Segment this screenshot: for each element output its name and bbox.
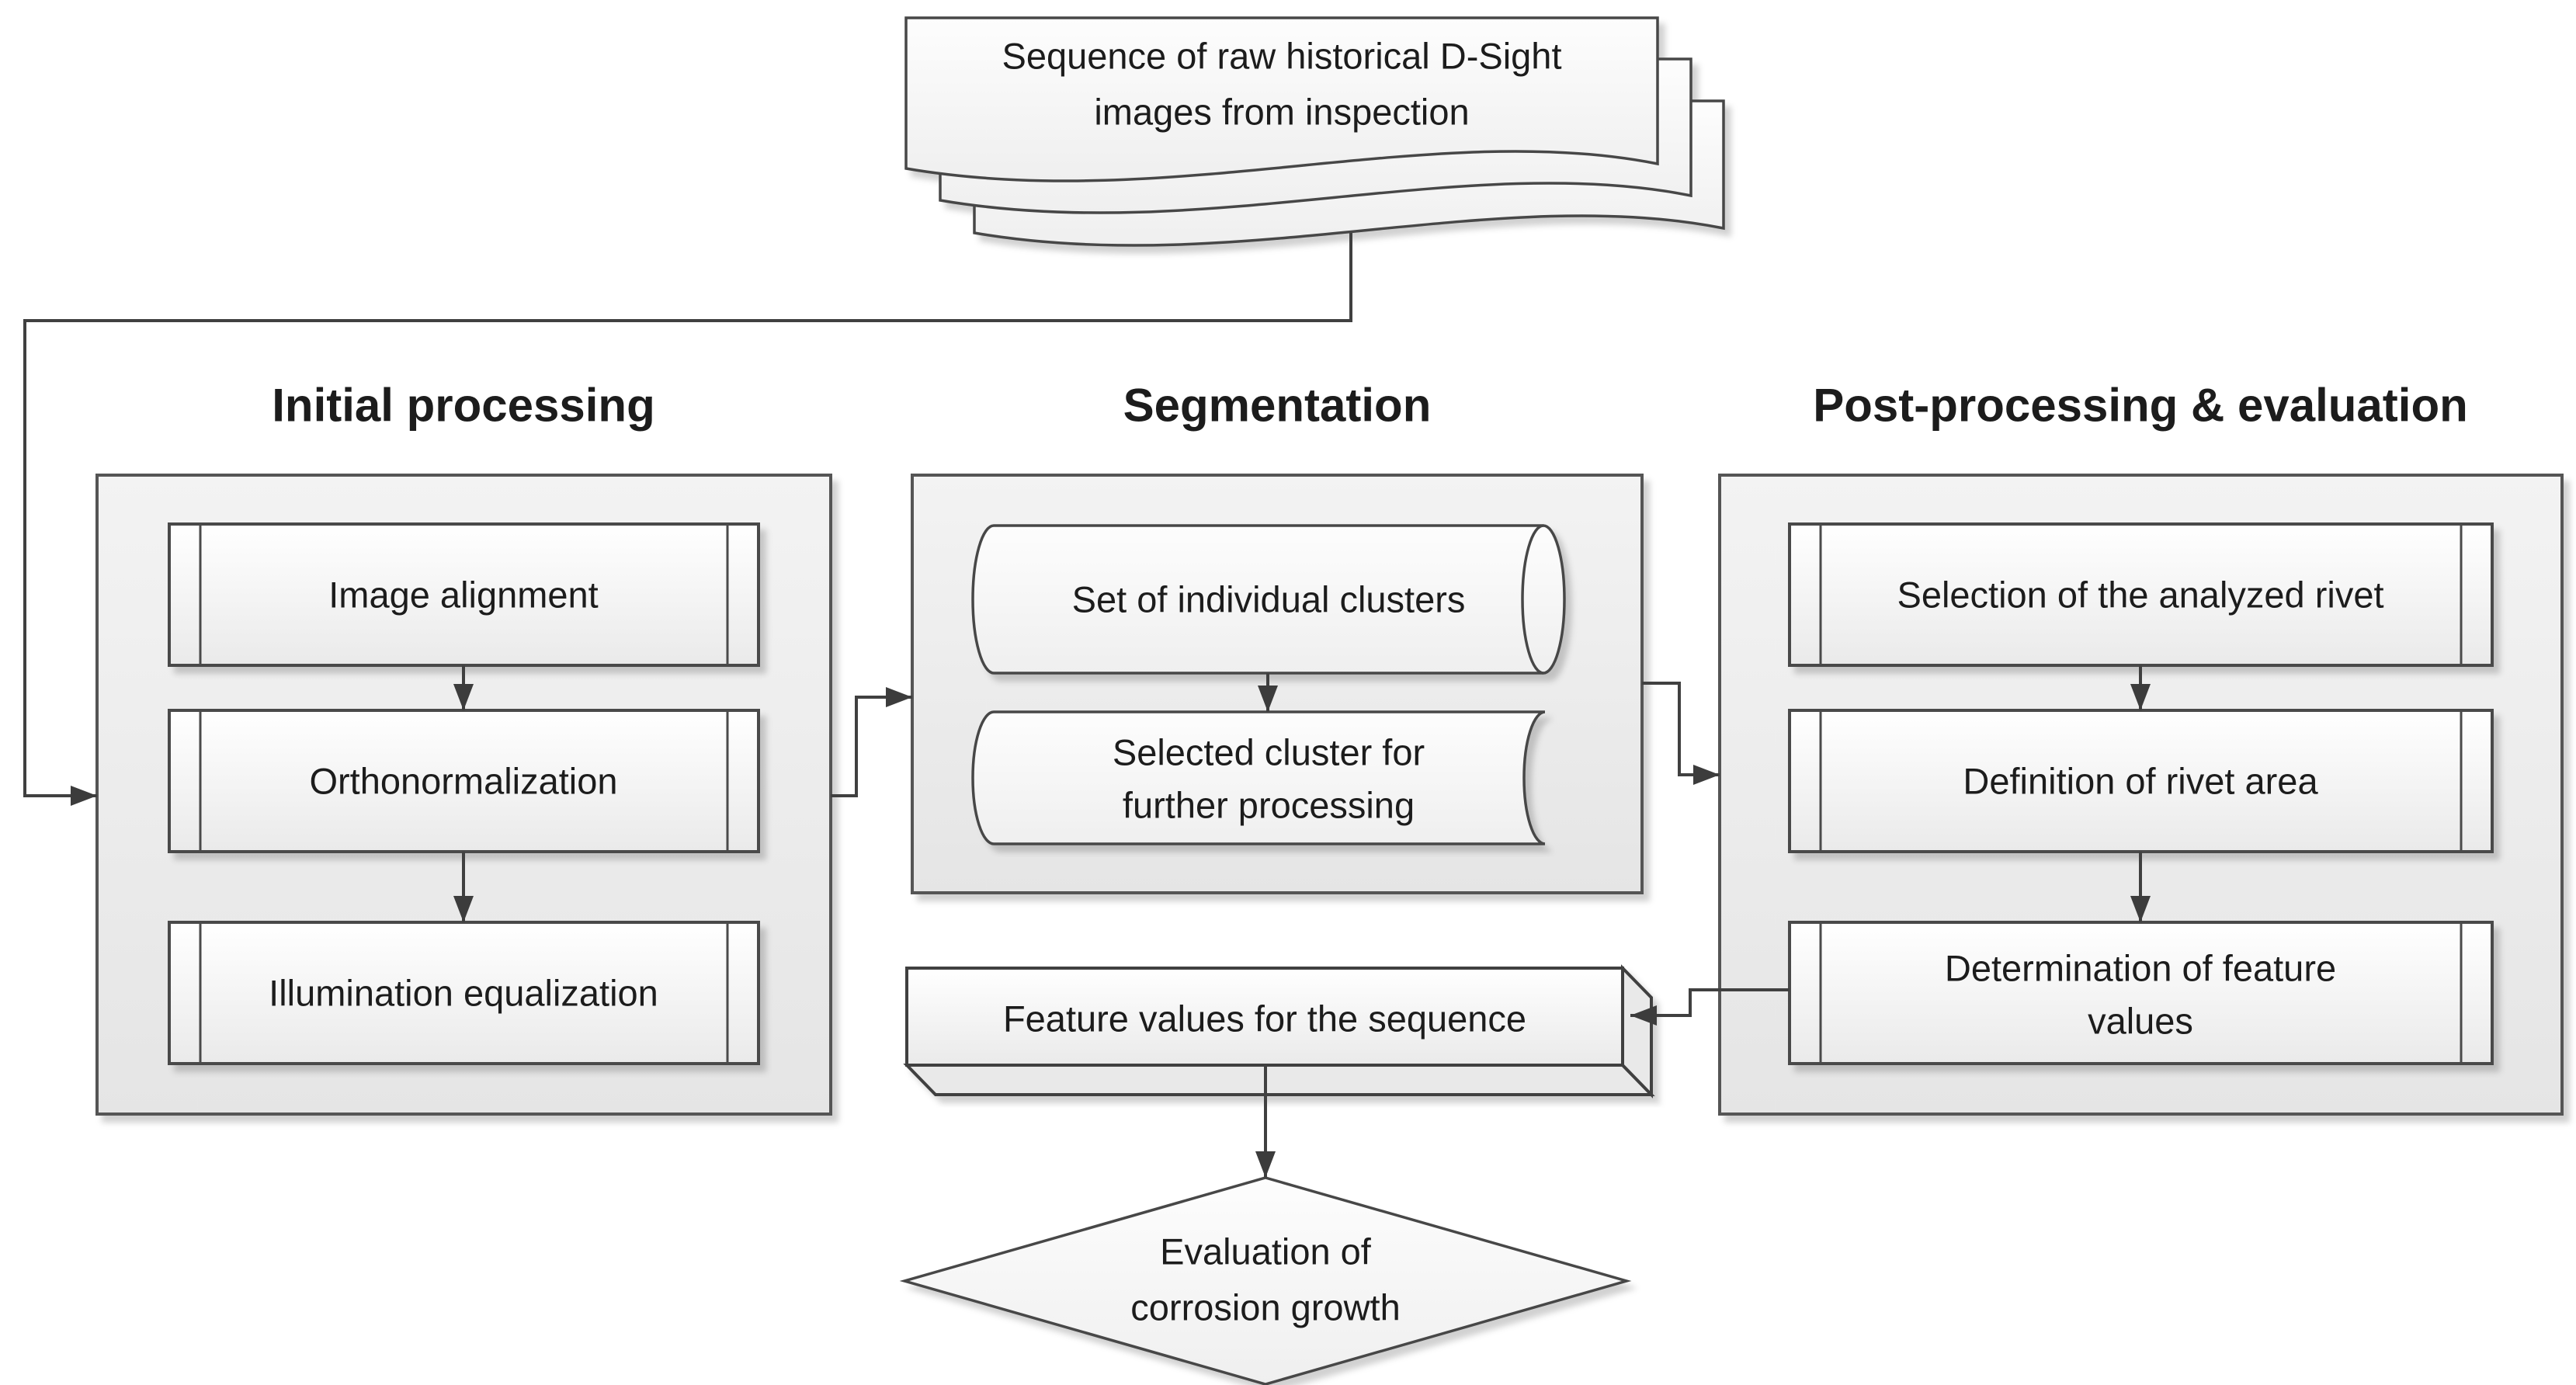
- store-set-of-individual-clusters: Set of individual clusters: [971, 524, 1566, 675]
- step-selection-of-analyzed-rivet-box: [1788, 522, 2494, 667]
- decision-evaluation-of-corrosion-growth: Evaluation of corrosion growth: [899, 1176, 1632, 1385]
- step-illumination-equalization-box: [168, 921, 760, 1065]
- document-sheet-front: [904, 16, 1659, 182]
- step-definition-of-rivet-area-box: [1788, 709, 2494, 853]
- document-stack-label-line1: Sequence of raw historical D-Sight: [1002, 36, 1561, 77]
- document-stack-label-line2: images from inspection: [1094, 92, 1469, 133]
- step-orthonormalization-sidebars: [199, 710, 729, 852]
- section-title-segmentation: Segmentation: [1123, 380, 1432, 432]
- step-orthonormalization: Orthonormalization: [168, 709, 760, 853]
- step-image-alignment: Image alignment: [168, 522, 760, 667]
- step-definition-of-rivet-area-label: Definition of rivet area: [1963, 761, 2318, 802]
- feature-values-box-bottom-face: [903, 1064, 1655, 1096]
- store-selected-cluster-shape: [971, 710, 1546, 845]
- connector-segmentation-to-post-processing: [1642, 682, 1720, 785]
- store-set-of-individual-clusters-label: Set of individual clusters: [1072, 579, 1466, 620]
- connector-documents-to-initial-processing: [23, 233, 1352, 806]
- document-stack: Sequence of raw historical D-Sight image…: [904, 16, 1725, 247]
- step-orthonormalization-label: Orthonormalization: [309, 761, 617, 802]
- section-title-post-processing: Post-processing & evaluation: [1813, 380, 2468, 432]
- step-selection-of-analyzed-rivet: Selection of the analyzed rivet: [1788, 522, 2494, 667]
- store-selected-cluster: Selected cluster for further processing: [971, 710, 1546, 845]
- step-selection-of-analyzed-rivet-sidebars: [1819, 524, 2463, 665]
- step-determination-of-feature-values: Determination of feature values: [1788, 921, 2494, 1065]
- feature-values-box: Feature values for the sequence: [903, 964, 1655, 1099]
- step-determination-of-feature-values-sidebars: [1819, 922, 2463, 1064]
- step-selection-of-analyzed-rivet-label: Selection of the analyzed rivet: [1897, 574, 2383, 616]
- store-selected-cluster-label-line1: Selected cluster for: [1113, 732, 1425, 773]
- feature-values-box-label: Feature values for the sequence: [1003, 998, 1526, 1040]
- section-title-initial-processing: Initial processing: [272, 380, 654, 432]
- decision-diamond-shape: [899, 1176, 1632, 1385]
- step-determination-of-feature-values-label-line1: Determination of feature: [1945, 948, 2336, 989]
- decision-label-line2: corrosion growth: [1130, 1287, 1400, 1328]
- step-illumination-equalization-label: Illumination equalization: [269, 973, 658, 1014]
- step-image-alignment-label: Image alignment: [328, 574, 598, 616]
- step-definition-of-rivet-area: Definition of rivet area: [1788, 709, 2494, 853]
- step-definition-of-rivet-area-sidebars: [1819, 710, 2463, 852]
- step-orthonormalization-box: [168, 709, 760, 853]
- step-determination-of-feature-values-label-line2: values: [2088, 1001, 2193, 1042]
- step-illumination-equalization: Illumination equalization: [168, 921, 760, 1065]
- step-image-alignment-sidebars: [199, 524, 729, 665]
- store-selected-cluster-label-line2: further processing: [1123, 785, 1415, 826]
- connector-determination-to-feature-values: [1630, 988, 1790, 1026]
- connector-initial-processing-to-segmentation: [831, 687, 912, 797]
- step-illumination-equalization-sidebars: [199, 922, 729, 1064]
- store-set-of-individual-clusters-lens: [1521, 524, 1544, 675]
- decision-label-line1: Evaluation of: [1160, 1231, 1372, 1272]
- step-determination-of-feature-values-box: [1788, 921, 2494, 1065]
